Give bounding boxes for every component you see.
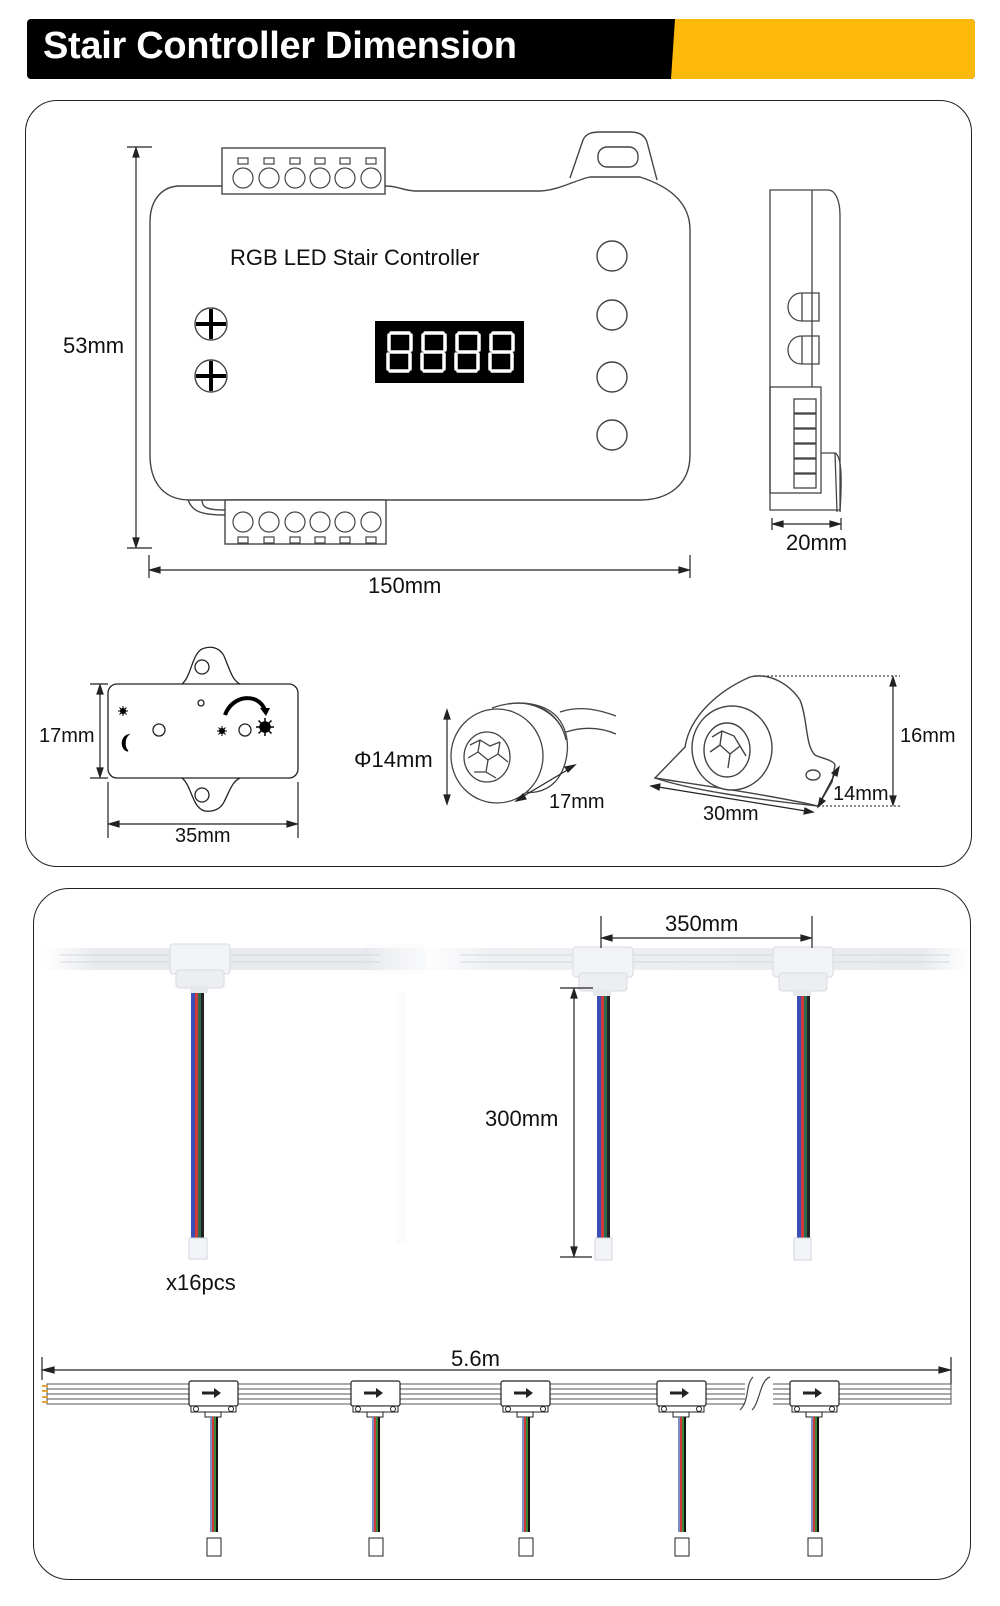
banner-background	[27, 19, 975, 79]
sun-small-icon	[217, 726, 227, 736]
schematic-connector	[789, 1380, 840, 1557]
controller-height-dimension: 53mm	[63, 333, 125, 358]
title-banner: Stair Controller Dimension	[27, 19, 975, 79]
sun-small-icon	[118, 706, 128, 716]
surface-sensor-height-dimension: 16mm	[900, 725, 956, 747]
surface-sensor-depth-dimension: 14mm	[833, 783, 889, 805]
sensor-box-width-dimension: 35mm	[175, 825, 231, 847]
surface-sensor-width-dimension: 30mm	[703, 803, 759, 825]
rotate-arrow-icon	[223, 696, 267, 716]
schematic-connector	[350, 1380, 401, 1557]
controller-label: RGB LED Stair Controller	[230, 245, 480, 270]
strip-connector-photo	[572, 946, 634, 1261]
connector-spacing-dimension: 350mm	[665, 911, 739, 936]
moon-icon	[121, 733, 131, 752]
strip-length-dimension: 5.6m	[451, 1346, 500, 1371]
schematic-connector	[188, 1380, 239, 1557]
controller-width-dimension: 150mm	[368, 573, 442, 598]
strip-connector-photo	[772, 946, 834, 1261]
schematic-connector	[656, 1380, 707, 1557]
page-title: Stair Controller Dimension	[43, 25, 517, 67]
sun-large-icon	[256, 718, 274, 736]
sensor-box-height-dimension: 17mm	[39, 725, 95, 747]
controller-drawing	[90, 131, 900, 838]
schematic-connector	[500, 1380, 551, 1557]
strip-connector-photo	[169, 943, 231, 1260]
round-sensor-diameter-dimension: Φ14mm	[354, 747, 433, 772]
controller-depth-dimension: 20mm	[786, 530, 848, 555]
quantity-label: x16pcs	[166, 1270, 236, 1295]
cable-length-dimension: 300mm	[485, 1106, 559, 1131]
round-sensor-length-dimension: 17mm	[549, 791, 605, 813]
